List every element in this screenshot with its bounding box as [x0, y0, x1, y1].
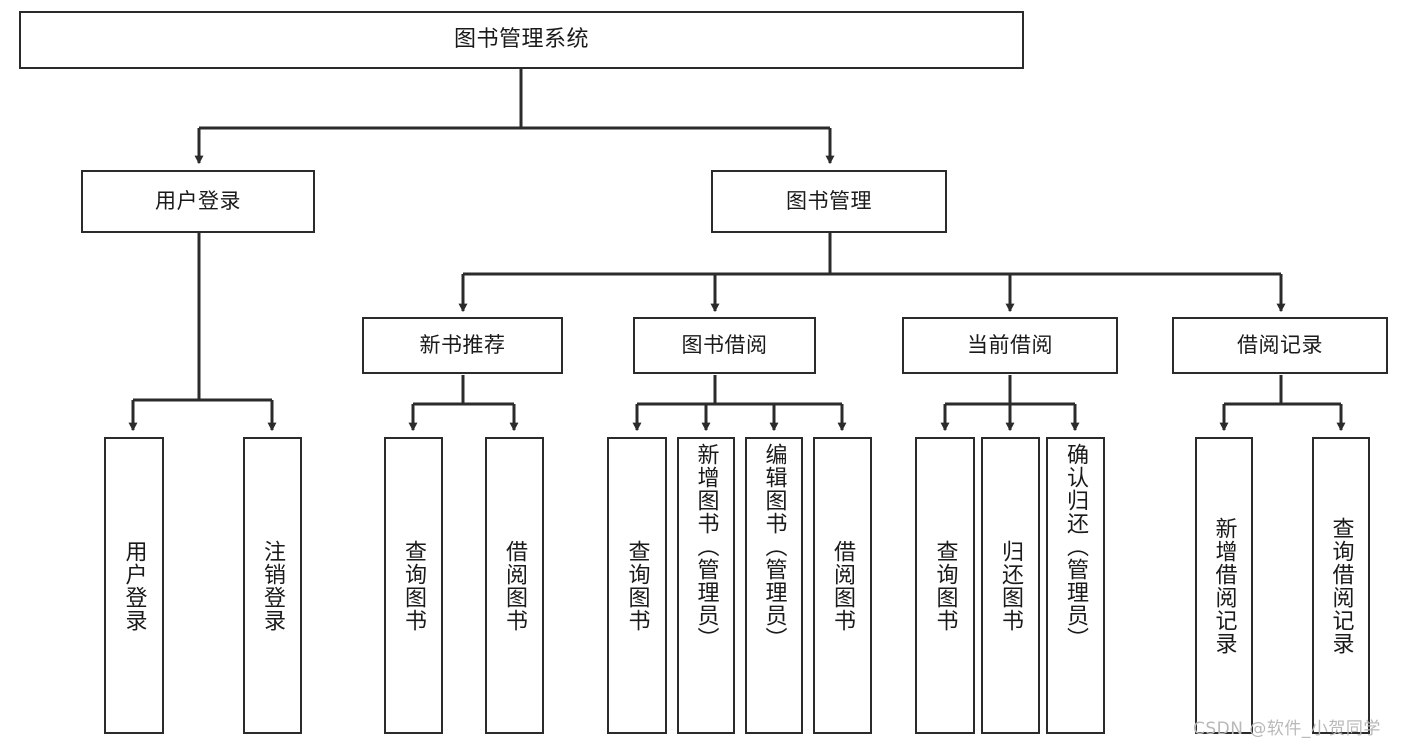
node-label: 新增图书（管理员） [693, 443, 719, 650]
leaf-add-borrow-record[interactable]: 新增借阅记录 [1195, 437, 1253, 734]
leaf-add-book-admin[interactable]: 新增图书（管理员） [677, 437, 735, 734]
node-label: 查询图书 [624, 539, 650, 632]
node-book-management[interactable]: 图书管理 [711, 170, 947, 233]
leaf-user-login[interactable]: 用户登录 [104, 437, 164, 734]
node-label: 用户登录 [121, 539, 147, 632]
leaf-query-borrow-record[interactable]: 查询借阅记录 [1312, 437, 1370, 734]
node-current-borrow[interactable]: 当前借阅 [902, 317, 1118, 374]
node-new-book-recommend[interactable]: 新书推荐 [362, 317, 563, 374]
node-label: 查询借阅记录 [1328, 516, 1354, 655]
node-label: 确认归还（管理员） [1063, 443, 1089, 650]
node-label: 当前借阅 [967, 333, 1053, 358]
leaf-logout-login[interactable]: 注销登录 [243, 437, 302, 734]
node-label: 图书管理系统 [453, 27, 589, 53]
node-label: 查询图书 [932, 539, 958, 632]
node-label: 查询图书 [401, 539, 427, 632]
node-label: 用户登录 [155, 189, 241, 214]
node-label: 借阅图书 [830, 539, 856, 632]
node-label: 图书借阅 [681, 333, 768, 358]
leaf-borrow-book-recommend[interactable]: 借阅图书 [485, 437, 544, 734]
node-label: 借阅记录 [1237, 333, 1323, 358]
node-label: 编辑图书（管理员） [761, 443, 787, 650]
node-label: 归还图书 [998, 539, 1024, 632]
node-root-book-management-system[interactable]: 图书管理系统 [19, 11, 1024, 69]
leaf-edit-book-admin[interactable]: 编辑图书（管理员） [745, 437, 803, 734]
leaf-return-book[interactable]: 归还图书 [981, 437, 1040, 734]
node-label: 注销登录 [260, 539, 286, 632]
leaf-query-book-recommend[interactable]: 查询图书 [384, 437, 443, 734]
node-borrow-record[interactable]: 借阅记录 [1172, 317, 1388, 374]
leaf-confirm-return-admin[interactable]: 确认归还（管理员） [1046, 437, 1105, 734]
node-label: 借阅图书 [502, 539, 528, 632]
node-label: 图书管理 [786, 189, 872, 214]
leaf-borrow-book-borrow[interactable]: 借阅图书 [813, 437, 872, 734]
csdn-watermark: CSDN @软件_小贺同学 [1193, 719, 1381, 739]
leaf-query-book-current[interactable]: 查询图书 [915, 437, 975, 734]
node-label: 新书推荐 [419, 333, 506, 358]
node-user-login[interactable]: 用户登录 [81, 170, 315, 233]
leaf-query-book-borrow[interactable]: 查询图书 [607, 437, 667, 734]
node-book-borrow[interactable]: 图书借阅 [633, 317, 816, 374]
node-label: 新增借阅记录 [1211, 516, 1237, 655]
